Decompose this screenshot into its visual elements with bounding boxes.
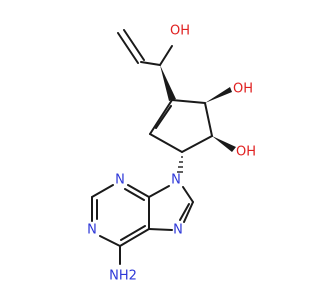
bond-c1-c2 — [171, 99, 206, 104]
bond-c4-n3-double — [124, 188, 145, 201]
bond-vinyl-single — [140, 61, 161, 66]
bond-c2-c3 — [204, 102, 213, 137]
bond-n7-c5 — [148, 228, 173, 231]
bond-n3-c2 — [91, 184, 114, 198]
pyrimidine-ring — [91, 184, 150, 265]
bond-c8-n7 — [183, 201, 194, 223]
carbinol-center — [159, 45, 176, 101]
hydroxyl-label-ring-upper: OH — [233, 82, 253, 97]
hashed-bond-c4-n9 — [177, 156, 183, 173]
hydroxyl-label-ring-lower: OH — [236, 145, 256, 160]
imidazole-ring — [148, 185, 194, 231]
wedge-bond-c2-oh — [205, 87, 232, 103]
purine-n7-label: N — [173, 223, 183, 238]
bond-c4-c5 — [149, 133, 183, 153]
bond-vinyl-double-a — [117, 32, 139, 64]
bond-n9-c8 — [182, 186, 194, 203]
wedge-bond-c3-oh — [212, 136, 236, 152]
purine-n-label-top-left: N — [115, 173, 125, 188]
bond-c6-c5-double — [120, 225, 146, 241]
bond-c4-n3 — [127, 184, 150, 198]
bond-vinyl-double-b — [123, 29, 145, 61]
molecule-structure-diagram: OH OH OH N N N N NH2 — [87, 24, 256, 284]
bond-c5-c1 — [149, 99, 173, 135]
atom-labels: OH OH OH N N N N NH2 — [87, 24, 256, 284]
bond-c4-n9 — [148, 185, 170, 198]
vinyl-group — [117, 29, 161, 66]
wedge-bond-carbinol — [160, 65, 176, 101]
hydroxyl-label-top: OH — [170, 24, 190, 39]
bond-c3-c4 — [181, 135, 213, 153]
bond-n1-c6 — [99, 235, 121, 247]
amine-label: NH2 — [109, 269, 137, 284]
bond-carbinol-oxygen — [159, 45, 173, 66]
purine-n-label-left: N — [87, 223, 97, 238]
bond-c6-c5 — [119, 228, 150, 247]
purine-n9-label: N — [171, 173, 181, 188]
bond-c5-c1-double — [155, 105, 172, 129]
bond-c8-n7-double — [179, 203, 190, 221]
cyclopentene-ring — [149, 99, 213, 153]
